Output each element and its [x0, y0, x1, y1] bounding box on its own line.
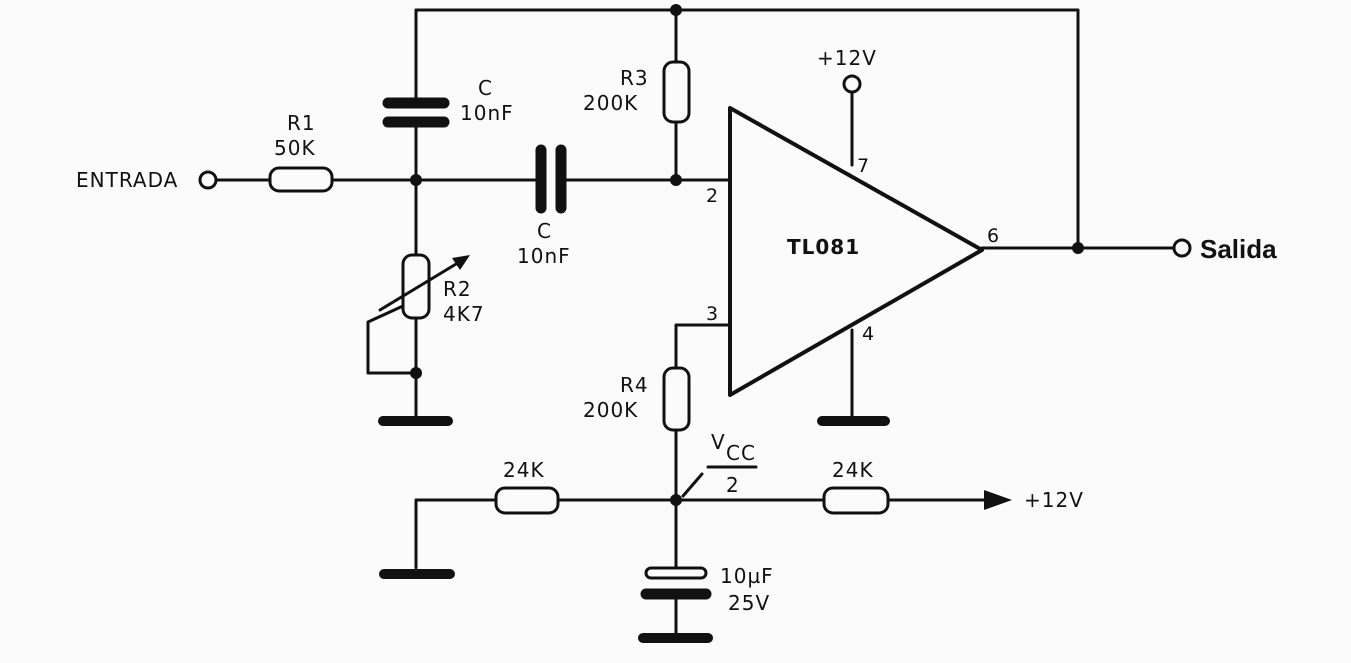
capacitor-c-top	[382, 97, 450, 128]
c-series-ref-label: C	[537, 219, 552, 243]
c-series-value-label: 10nF	[517, 244, 571, 268]
opamp-triangle	[728, 106, 984, 397]
junctions	[410, 4, 1084, 506]
r2-value-label: 4K7	[443, 302, 485, 326]
opamp-part-label: TL081	[787, 235, 860, 259]
r4-ref-label: R4	[620, 373, 649, 397]
c-electrolytic-value-label: 10µF	[720, 564, 774, 588]
c-top-ref-label: C	[478, 76, 493, 100]
wires	[215, 8, 1176, 638]
vcc-subscript: CC	[726, 441, 756, 465]
r-right-value-label: 24K	[832, 458, 874, 482]
resistor-r1	[268, 166, 334, 193]
vcc-denominator: 2	[726, 473, 740, 497]
r4-value-label: 200K	[583, 398, 638, 422]
r3-ref-label: R3	[620, 66, 649, 90]
r2-variable-arrow-icon	[378, 256, 468, 312]
pin-inverting-label: 2	[706, 185, 718, 207]
supply-top-terminal	[842, 74, 862, 94]
r2-arrowhead-icon	[452, 255, 470, 270]
supply-right-label: +12V	[1024, 488, 1084, 512]
pin-vplus-label: 7	[857, 155, 869, 177]
output-label: Salida	[1200, 234, 1277, 264]
r2-ref-label: R2	[443, 277, 472, 301]
vcc-numerator: V	[711, 430, 726, 454]
supply-top-label: +12V	[817, 46, 877, 70]
supply-arrow-icon	[984, 490, 1012, 510]
resistor-24k-left	[494, 486, 560, 515]
resistor-24k-right	[822, 486, 890, 515]
c-electrolytic-voltage-label: 25V	[728, 591, 770, 615]
r1-ref-label: R1	[287, 111, 316, 135]
output-terminal	[1172, 238, 1192, 258]
r-left-value-label: 24K	[503, 458, 545, 482]
resistor-r3	[662, 60, 691, 124]
pin-noninverting-label: 3	[706, 303, 718, 325]
capacitor-electrolytic	[640, 566, 712, 600]
capacitor-c-series	[535, 144, 567, 214]
pin-vminus-label: 4	[862, 323, 874, 345]
input-terminal	[198, 170, 218, 190]
pin-output-label: 6	[987, 225, 999, 247]
c-top-value-label: 10nF	[460, 101, 514, 125]
vcc-half-label: V CC 2	[706, 430, 758, 497]
r1-value-label: 50K	[274, 136, 316, 160]
input-label: ENTRADA	[76, 168, 178, 192]
resistor-r4	[662, 366, 691, 432]
r3-value-label: 200K	[583, 91, 638, 115]
